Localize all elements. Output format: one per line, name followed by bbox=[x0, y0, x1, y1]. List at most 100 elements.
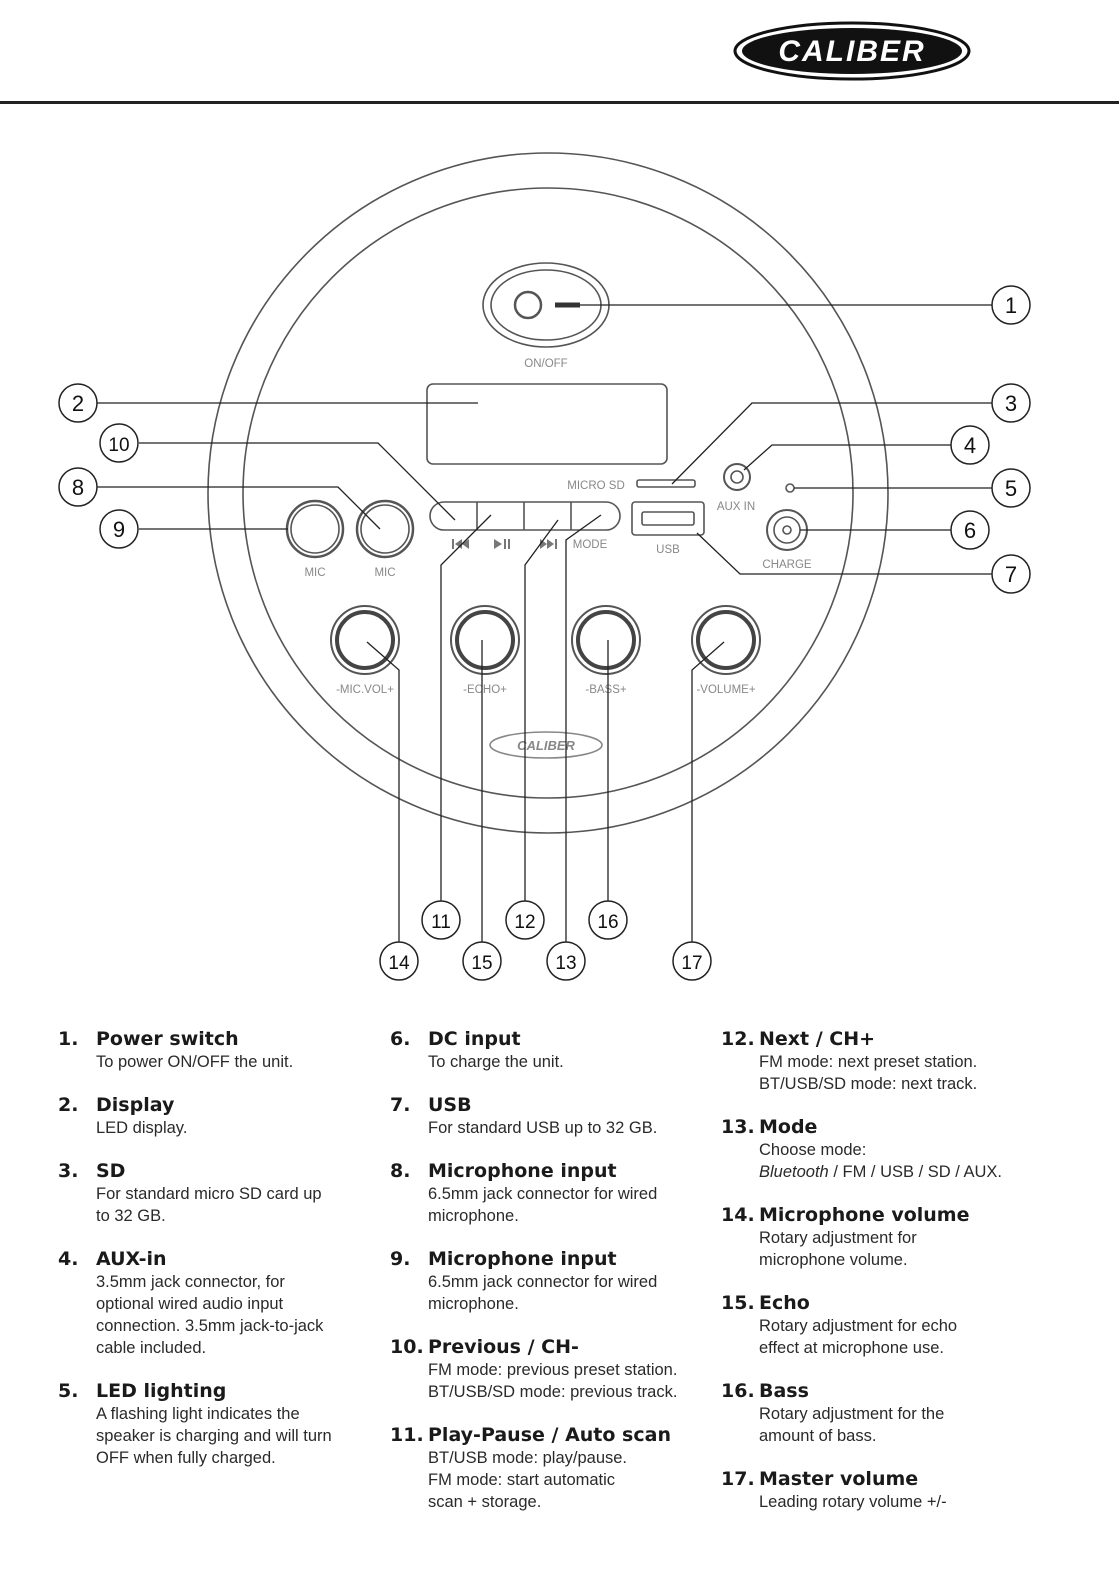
legend-item: 11. Play-Pause / Auto scan BT/USB mode: … bbox=[390, 1423, 720, 1513]
callout-8: 8 bbox=[72, 475, 84, 500]
callout-10: 10 bbox=[108, 435, 129, 456]
item-title: Power switch bbox=[96, 1028, 239, 1050]
mic-jack-left bbox=[285, 499, 345, 559]
item-number: 16. bbox=[721, 1380, 755, 1402]
legend-item: 4. AUX-in 3.5mm jack connector, for opti… bbox=[58, 1247, 378, 1359]
mode-desc-line1: Choose mode: bbox=[759, 1141, 867, 1159]
callout-9: 9 bbox=[113, 517, 125, 542]
label-volume: -VOLUME+ bbox=[696, 684, 755, 696]
label-mode: MODE bbox=[573, 539, 608, 551]
label-mic-vol: -MIC.VOL+ bbox=[336, 684, 394, 696]
label-on-off: ON/OFF bbox=[524, 358, 567, 370]
item-number: 8. bbox=[390, 1160, 411, 1182]
previous-track-icon bbox=[452, 539, 469, 549]
echo-knob bbox=[450, 605, 520, 675]
mic-volume-knob bbox=[330, 605, 400, 675]
callout-1: 1 bbox=[1005, 293, 1017, 318]
item-description: 6.5mm jack connector for wired microphon… bbox=[428, 1185, 658, 1225]
label-aux-in: AUX IN bbox=[717, 501, 755, 513]
callout-6: 6 bbox=[964, 518, 976, 543]
callout-3: 3 bbox=[1005, 391, 1017, 416]
panel-logo-badge bbox=[489, 731, 603, 759]
item-title: Play-Pause / Auto scan bbox=[428, 1424, 671, 1446]
legend-item: 13. Mode Choose mode: Bluetooth / FM / U… bbox=[721, 1115, 1061, 1183]
legend-item: 3. SD For standard micro SD card up to 3… bbox=[58, 1159, 378, 1227]
item-number: 3. bbox=[58, 1160, 79, 1182]
callout-12: 12 bbox=[514, 912, 535, 933]
legend-item: 16. Bass Rotary adjustment for the amoun… bbox=[721, 1379, 1061, 1447]
item-title: SD bbox=[96, 1160, 126, 1182]
item-title: Microphone input bbox=[428, 1160, 617, 1182]
legend-column-3: 12. Next / CH+ FM mode: next preset stat… bbox=[721, 1027, 1061, 1533]
item-description: Leading rotary volume +/- bbox=[759, 1493, 947, 1511]
legend-column-1: 1. Power switch To power ON/OFF the unit… bbox=[58, 1027, 378, 1489]
header-divider bbox=[0, 101, 1119, 104]
label-mic-left: MIC bbox=[304, 567, 325, 579]
callout-15: 15 bbox=[471, 953, 492, 974]
legend-item: 8. Microphone input 6.5mm jack connector… bbox=[390, 1159, 720, 1227]
callout-7: 7 bbox=[1005, 562, 1017, 587]
micro-sd-slot bbox=[636, 479, 696, 488]
item-number: 17. bbox=[721, 1468, 755, 1490]
item-description: For standard USB up to 32 GB. bbox=[428, 1119, 658, 1137]
legend-item: 12. Next / CH+ FM mode: next preset stat… bbox=[721, 1027, 1061, 1095]
legend-item: 5. LED lighting A flashing light indicat… bbox=[58, 1379, 378, 1469]
label-panel-logo: CALIBER bbox=[517, 738, 575, 753]
callout-4: 4 bbox=[964, 433, 976, 458]
item-number: 13. bbox=[721, 1116, 755, 1138]
legend-item: 2. Display LED display. bbox=[58, 1093, 378, 1139]
mode-desc-line2: / FM / USB / SD / AUX. bbox=[828, 1163, 1003, 1181]
legend-item: 1. Power switch To power ON/OFF the unit… bbox=[58, 1027, 378, 1073]
callout-2: 2 bbox=[72, 391, 84, 416]
item-title: DC input bbox=[428, 1028, 521, 1050]
play-pause-icon bbox=[494, 539, 510, 549]
item-description: For standard micro SD card up to 32 GB. bbox=[96, 1185, 322, 1225]
aux-in-jack bbox=[723, 463, 751, 491]
item-description: LED display. bbox=[96, 1119, 188, 1137]
item-title: Microphone input bbox=[428, 1248, 617, 1270]
legend-column-2: 6. DC input To charge the unit. 7. USB F… bbox=[390, 1027, 720, 1533]
item-number: 7. bbox=[390, 1094, 411, 1116]
mode-bluetooth-italic: Bluetooth bbox=[759, 1163, 829, 1181]
item-number: 5. bbox=[58, 1380, 79, 1402]
callout-5: 5 bbox=[1005, 476, 1017, 501]
caliber-logo: CALIBER bbox=[733, 21, 971, 81]
item-number: 6. bbox=[390, 1028, 411, 1050]
item-title: Bass bbox=[759, 1380, 809, 1402]
item-number: 4. bbox=[58, 1248, 79, 1270]
item-number: 11. bbox=[390, 1424, 424, 1446]
logo-text: CALIBER bbox=[778, 35, 925, 68]
item-description: To charge the unit. bbox=[428, 1053, 564, 1071]
item-title: Next / CH+ bbox=[759, 1028, 876, 1050]
item-description: To power ON/OFF the unit. bbox=[96, 1053, 294, 1071]
legend-item: 9. Microphone input 6.5mm jack connector… bbox=[390, 1247, 720, 1315]
led-indicator bbox=[785, 483, 795, 493]
label-usb: USB bbox=[656, 544, 680, 556]
item-description: FM mode: next preset station. BT/USB/SD … bbox=[759, 1053, 978, 1093]
transport-icons bbox=[452, 539, 557, 549]
legend-item: 15. Echo Rotary adjustment for echo effe… bbox=[721, 1291, 1061, 1359]
item-description: 6.5mm jack connector for wired microphon… bbox=[428, 1273, 658, 1313]
label-mic-right: MIC bbox=[374, 567, 395, 579]
control-button-strip bbox=[429, 501, 621, 531]
legend-item: 14. Microphone volume Rotary adjustment … bbox=[721, 1203, 1061, 1271]
item-title: Mode bbox=[759, 1116, 818, 1138]
item-description: A flashing light indicates the speaker i… bbox=[96, 1405, 332, 1467]
speaker-body-outer bbox=[207, 152, 889, 834]
leader-lines bbox=[97, 304, 992, 945]
power-switch-button bbox=[513, 290, 543, 320]
label-echo: -ECHO+ bbox=[463, 684, 507, 696]
mic-jack-right bbox=[355, 499, 415, 559]
item-number: 2. bbox=[58, 1094, 79, 1116]
legend-item: 6. DC input To charge the unit. bbox=[390, 1027, 720, 1073]
callout-11: 11 bbox=[431, 912, 451, 933]
item-title: LED lighting bbox=[96, 1380, 227, 1402]
item-description: 3.5mm jack connector, for optional wired… bbox=[96, 1273, 324, 1357]
item-number: 1. bbox=[58, 1028, 79, 1050]
callout-14: 14 bbox=[388, 953, 410, 974]
item-number: 9. bbox=[390, 1248, 411, 1270]
item-number: 10. bbox=[390, 1336, 424, 1358]
item-number: 15. bbox=[721, 1292, 755, 1314]
speaker-panel-diagram: ON/OFF MICRO SD AUX IN CHARGE USB MIC MI… bbox=[58, 152, 1031, 981]
